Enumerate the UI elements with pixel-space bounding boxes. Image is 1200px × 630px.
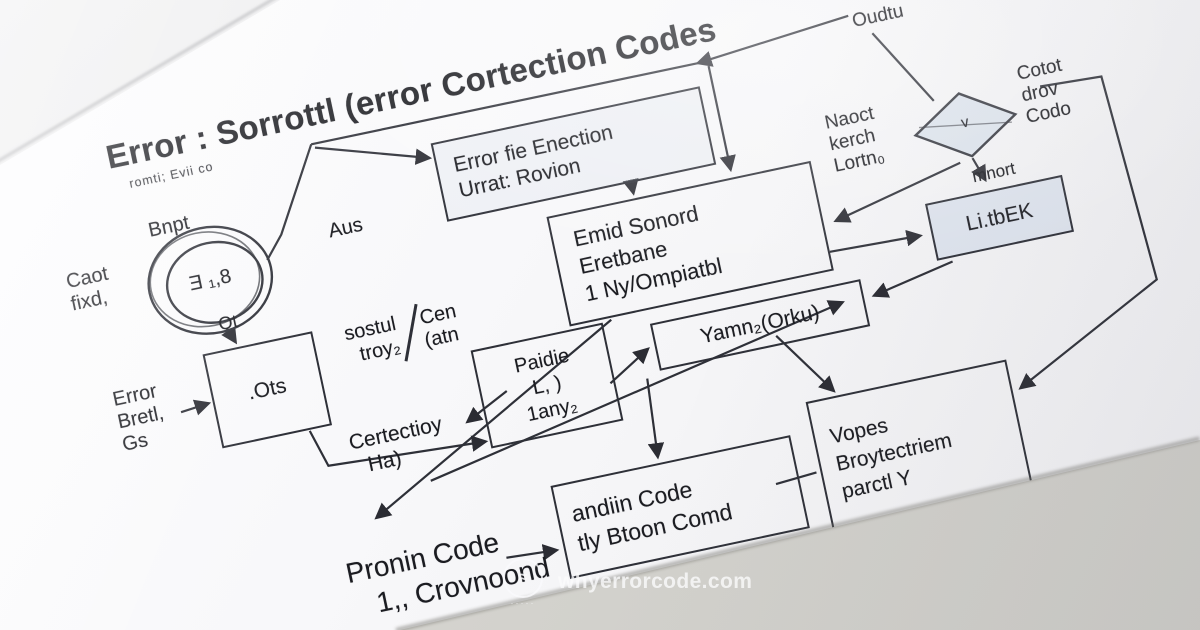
label-caot: Caot fixd, (64, 262, 111, 316)
watermark-domain: whyerrorcode.com (558, 570, 753, 593)
watermark-dots-icon: ····· (510, 598, 536, 608)
fraction-slash (404, 303, 418, 362)
watermark: ≈ ····· whyerrorcode.com (503, 558, 753, 608)
watermark-logo-icon: ≈ (503, 558, 543, 598)
label-ot: Ot (216, 310, 240, 335)
start-circle-shape (147, 225, 274, 335)
